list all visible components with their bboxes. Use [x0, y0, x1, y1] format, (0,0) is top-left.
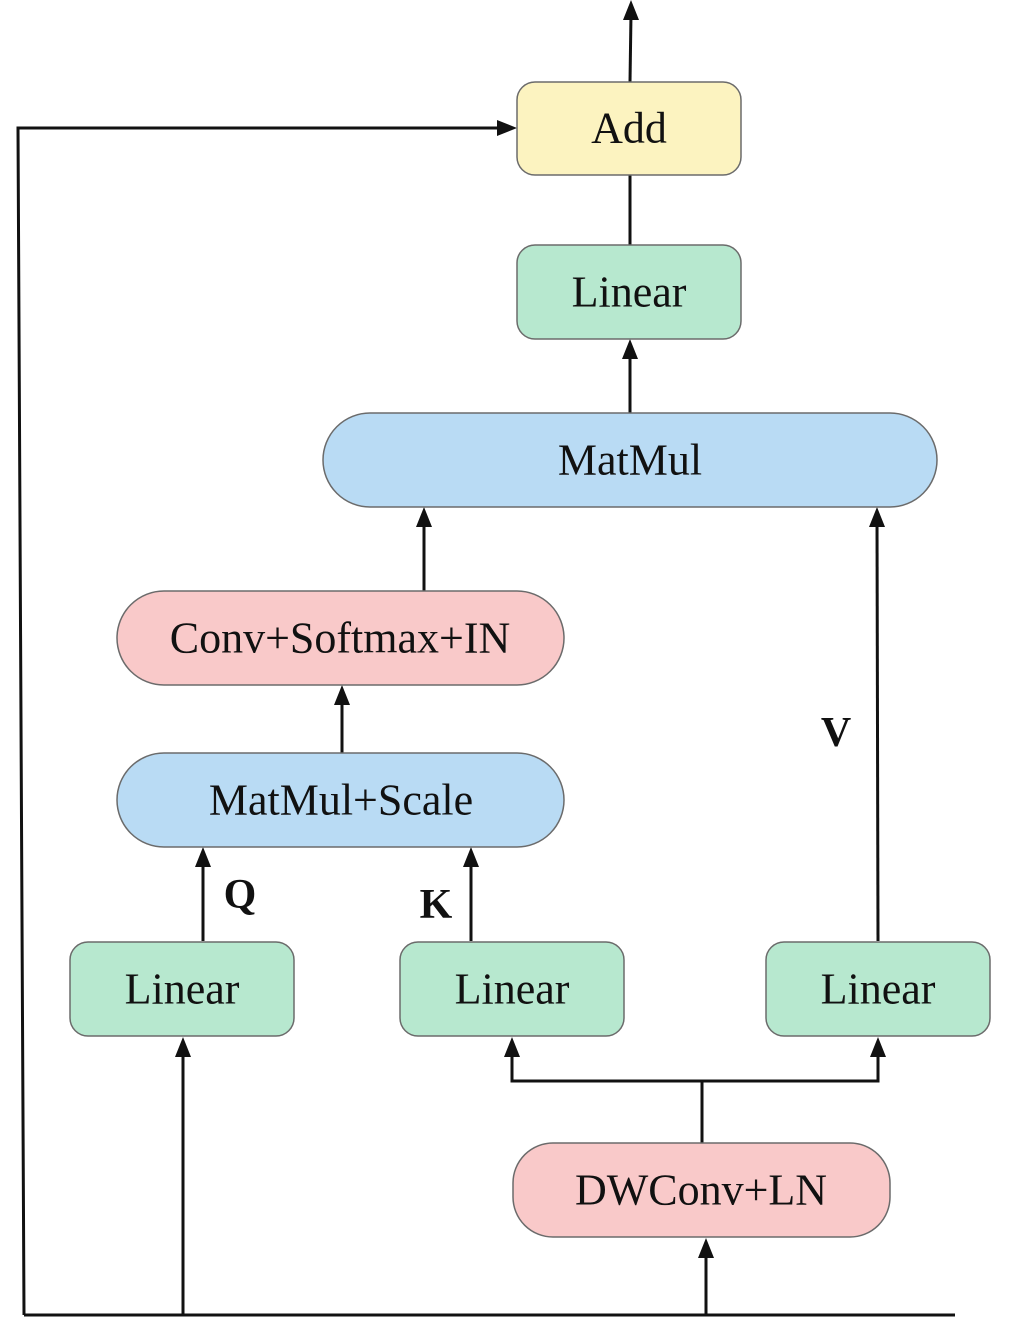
- linear-q-box: [69, 941, 295, 1037]
- linear-k-arrowhead: [504, 1037, 520, 1057]
- linear-top-node: Linear: [516, 244, 742, 340]
- matmul-scale-node: MatMul+Scale: [116, 752, 565, 848]
- linear-top-box: [516, 244, 742, 340]
- dwconv-ln-box: [512, 1142, 891, 1238]
- matmul-box: [322, 412, 938, 508]
- linear-v-arrowhead: [870, 1037, 886, 1057]
- output-line: [628, 13, 633, 83]
- conv-softmax-in-box: [116, 590, 565, 686]
- add-box: [516, 81, 742, 176]
- add-label: Add: [591, 104, 667, 153]
- linear-top-label: Linear: [572, 268, 687, 317]
- linear-v-label: Linear: [821, 965, 936, 1014]
- q-label: Q: [224, 872, 257, 918]
- dwconv-ln-node: DWConv+LN: [512, 1142, 891, 1238]
- v-label: V: [821, 710, 851, 756]
- linear-k-box: [399, 941, 625, 1037]
- k-label: K: [420, 882, 453, 928]
- add-node: Add: [516, 81, 742, 176]
- linear-k-node: Linear: [399, 941, 625, 1037]
- linear-top-arrowhead: [622, 339, 638, 359]
- softmax-arrowhead: [334, 685, 350, 705]
- linear-q-arrowhead: [175, 1037, 191, 1057]
- linear-k-label: Linear: [455, 965, 570, 1014]
- dwconv-ln-label: DWConv+LN: [575, 1166, 827, 1215]
- dwconv-arrowhead: [698, 1238, 714, 1258]
- residual-connection: [16, 126, 505, 1316]
- conv-softmax-in-label: Conv+Softmax+IN: [170, 614, 511, 663]
- wires: [16, 0, 955, 1317]
- matmul-scale-label: MatMul+Scale: [209, 776, 473, 825]
- residual-arrowhead: [497, 120, 517, 136]
- split-to-linear-v: [702, 1050, 880, 1083]
- v-line: [875, 519, 880, 942]
- conv-softmax-in-node: Conv+Softmax+IN: [116, 590, 565, 686]
- output-arrowhead: [623, 0, 639, 20]
- linear-v-box: [765, 941, 991, 1037]
- matmul-arrowhead: [416, 507, 432, 527]
- q-arrowhead: [195, 847, 211, 867]
- linear-v-node: Linear: [765, 941, 991, 1037]
- matmul-scale-box: [116, 752, 565, 848]
- linear-q-node: Linear: [69, 941, 295, 1037]
- matmul-label: MatMul: [558, 436, 702, 485]
- k-arrowhead: [463, 847, 479, 867]
- linear-q-label: Linear: [125, 965, 240, 1014]
- v-arrowhead: [869, 507, 885, 527]
- matmul-node: MatMul: [322, 412, 938, 508]
- split-to-linear-k: [510, 1050, 702, 1083]
